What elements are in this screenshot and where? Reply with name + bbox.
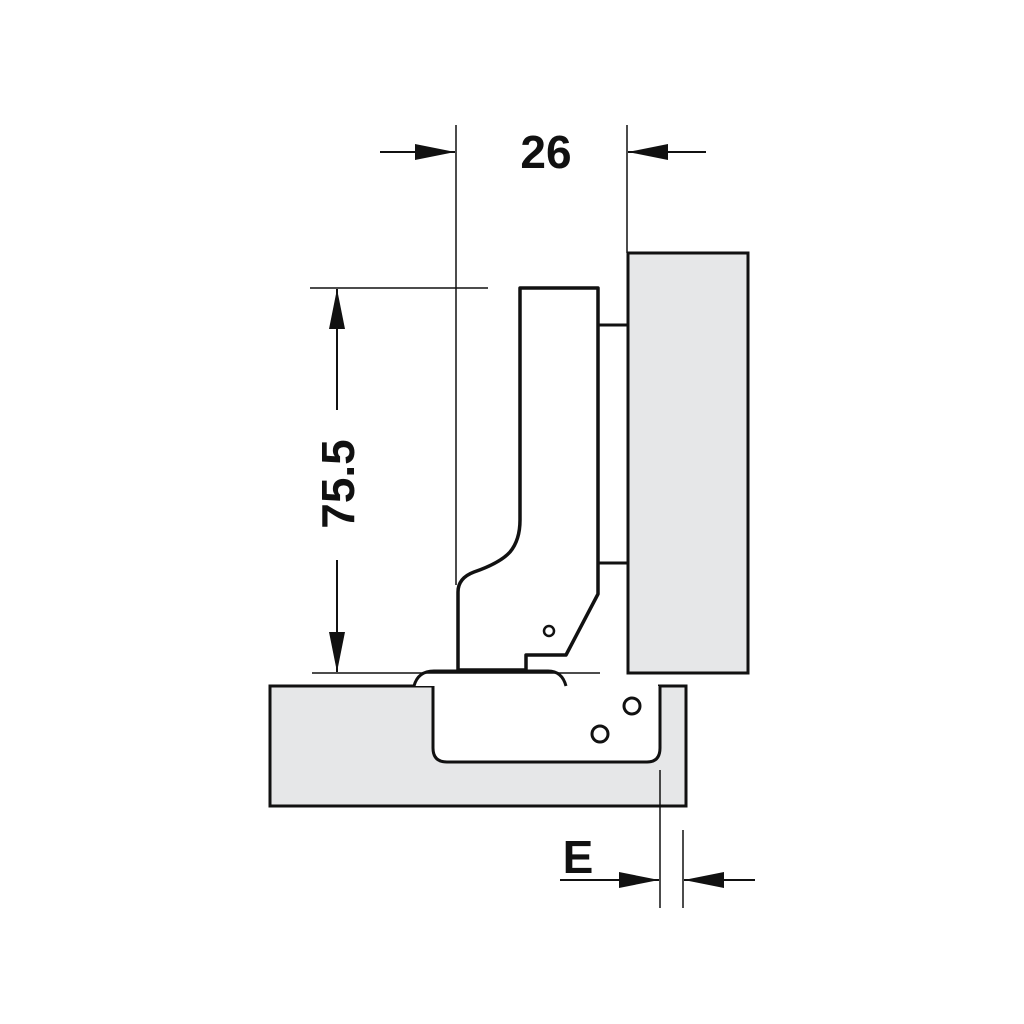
dimension-width-label: 26 xyxy=(520,126,571,178)
dimension-overlay-label: E xyxy=(563,831,594,883)
arm-rivet xyxy=(542,624,556,638)
dimension-height-label: 75.5 xyxy=(312,439,364,529)
hinge-cup xyxy=(431,686,662,764)
mounting-plate xyxy=(596,323,630,565)
cup-screw-hole xyxy=(622,696,642,716)
cup-screw-hole xyxy=(590,724,610,744)
hinge-arm xyxy=(456,286,600,672)
cabinet-side-panel xyxy=(626,251,750,675)
